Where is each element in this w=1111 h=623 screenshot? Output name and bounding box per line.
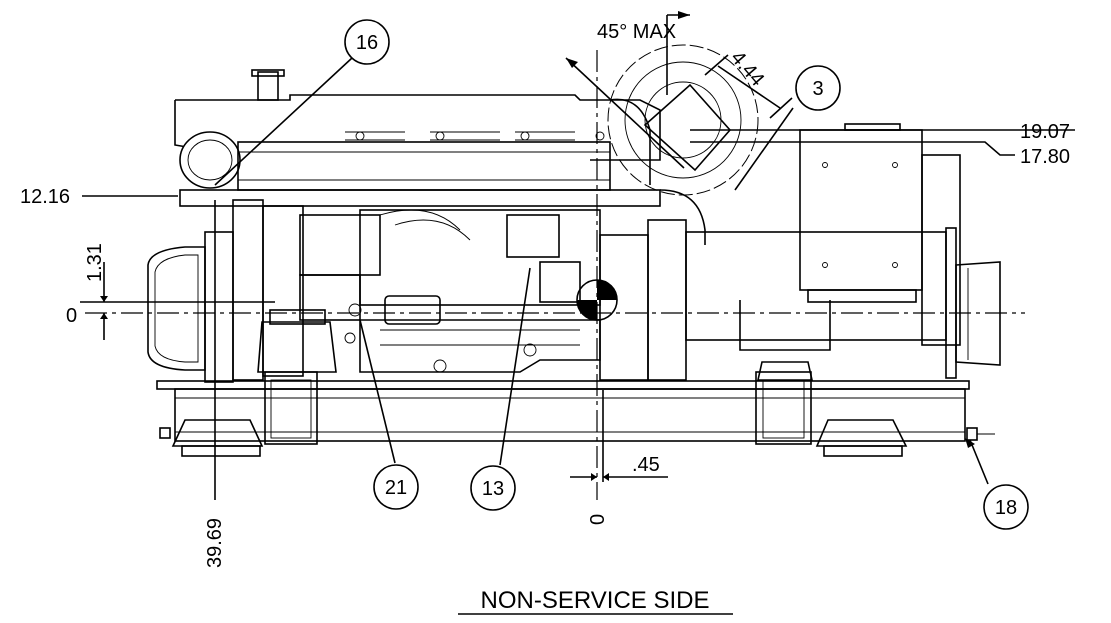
generator-housing: [599, 123, 1001, 381]
fan-shroud: [147, 199, 264, 383]
svg-text:3: 3: [812, 78, 823, 100]
callout-16: 16: [344, 19, 390, 65]
svg-text:16: 16: [356, 32, 378, 54]
dimension-12-16: 12.16: [20, 186, 70, 208]
zero-bottom: 0: [587, 514, 609, 525]
dimension-4-44: 4.44: [726, 47, 768, 91]
dimension-1-31: 1.31: [84, 243, 106, 282]
base-skid: [156, 371, 995, 457]
callout-18: 18: [983, 484, 1029, 530]
dimension-39-69: 39.69: [204, 518, 226, 568]
zero-left: 0: [66, 305, 77, 327]
svg-text:13: 13: [482, 478, 504, 500]
dimension-19-07: 19.07: [1020, 121, 1070, 143]
callout-3: 3: [795, 65, 841, 111]
callout-21: 21: [373, 464, 419, 510]
engine-body: [257, 205, 601, 377]
dimension-lines: [80, 11, 1075, 500]
svg-text:18: 18: [995, 497, 1017, 519]
svg-text:21: 21: [385, 477, 407, 499]
dimension-0-45: .45: [632, 454, 660, 476]
callout-13: 13: [470, 465, 516, 511]
angle-dimension: 45° MAX: [597, 21, 676, 43]
dimension-17-80: 17.80: [1020, 146, 1070, 168]
view-caption: NON-SERVICE SIDE: [481, 587, 710, 614]
exhaust-elbow: [607, 44, 759, 196]
engine-top: [174, 69, 706, 245]
